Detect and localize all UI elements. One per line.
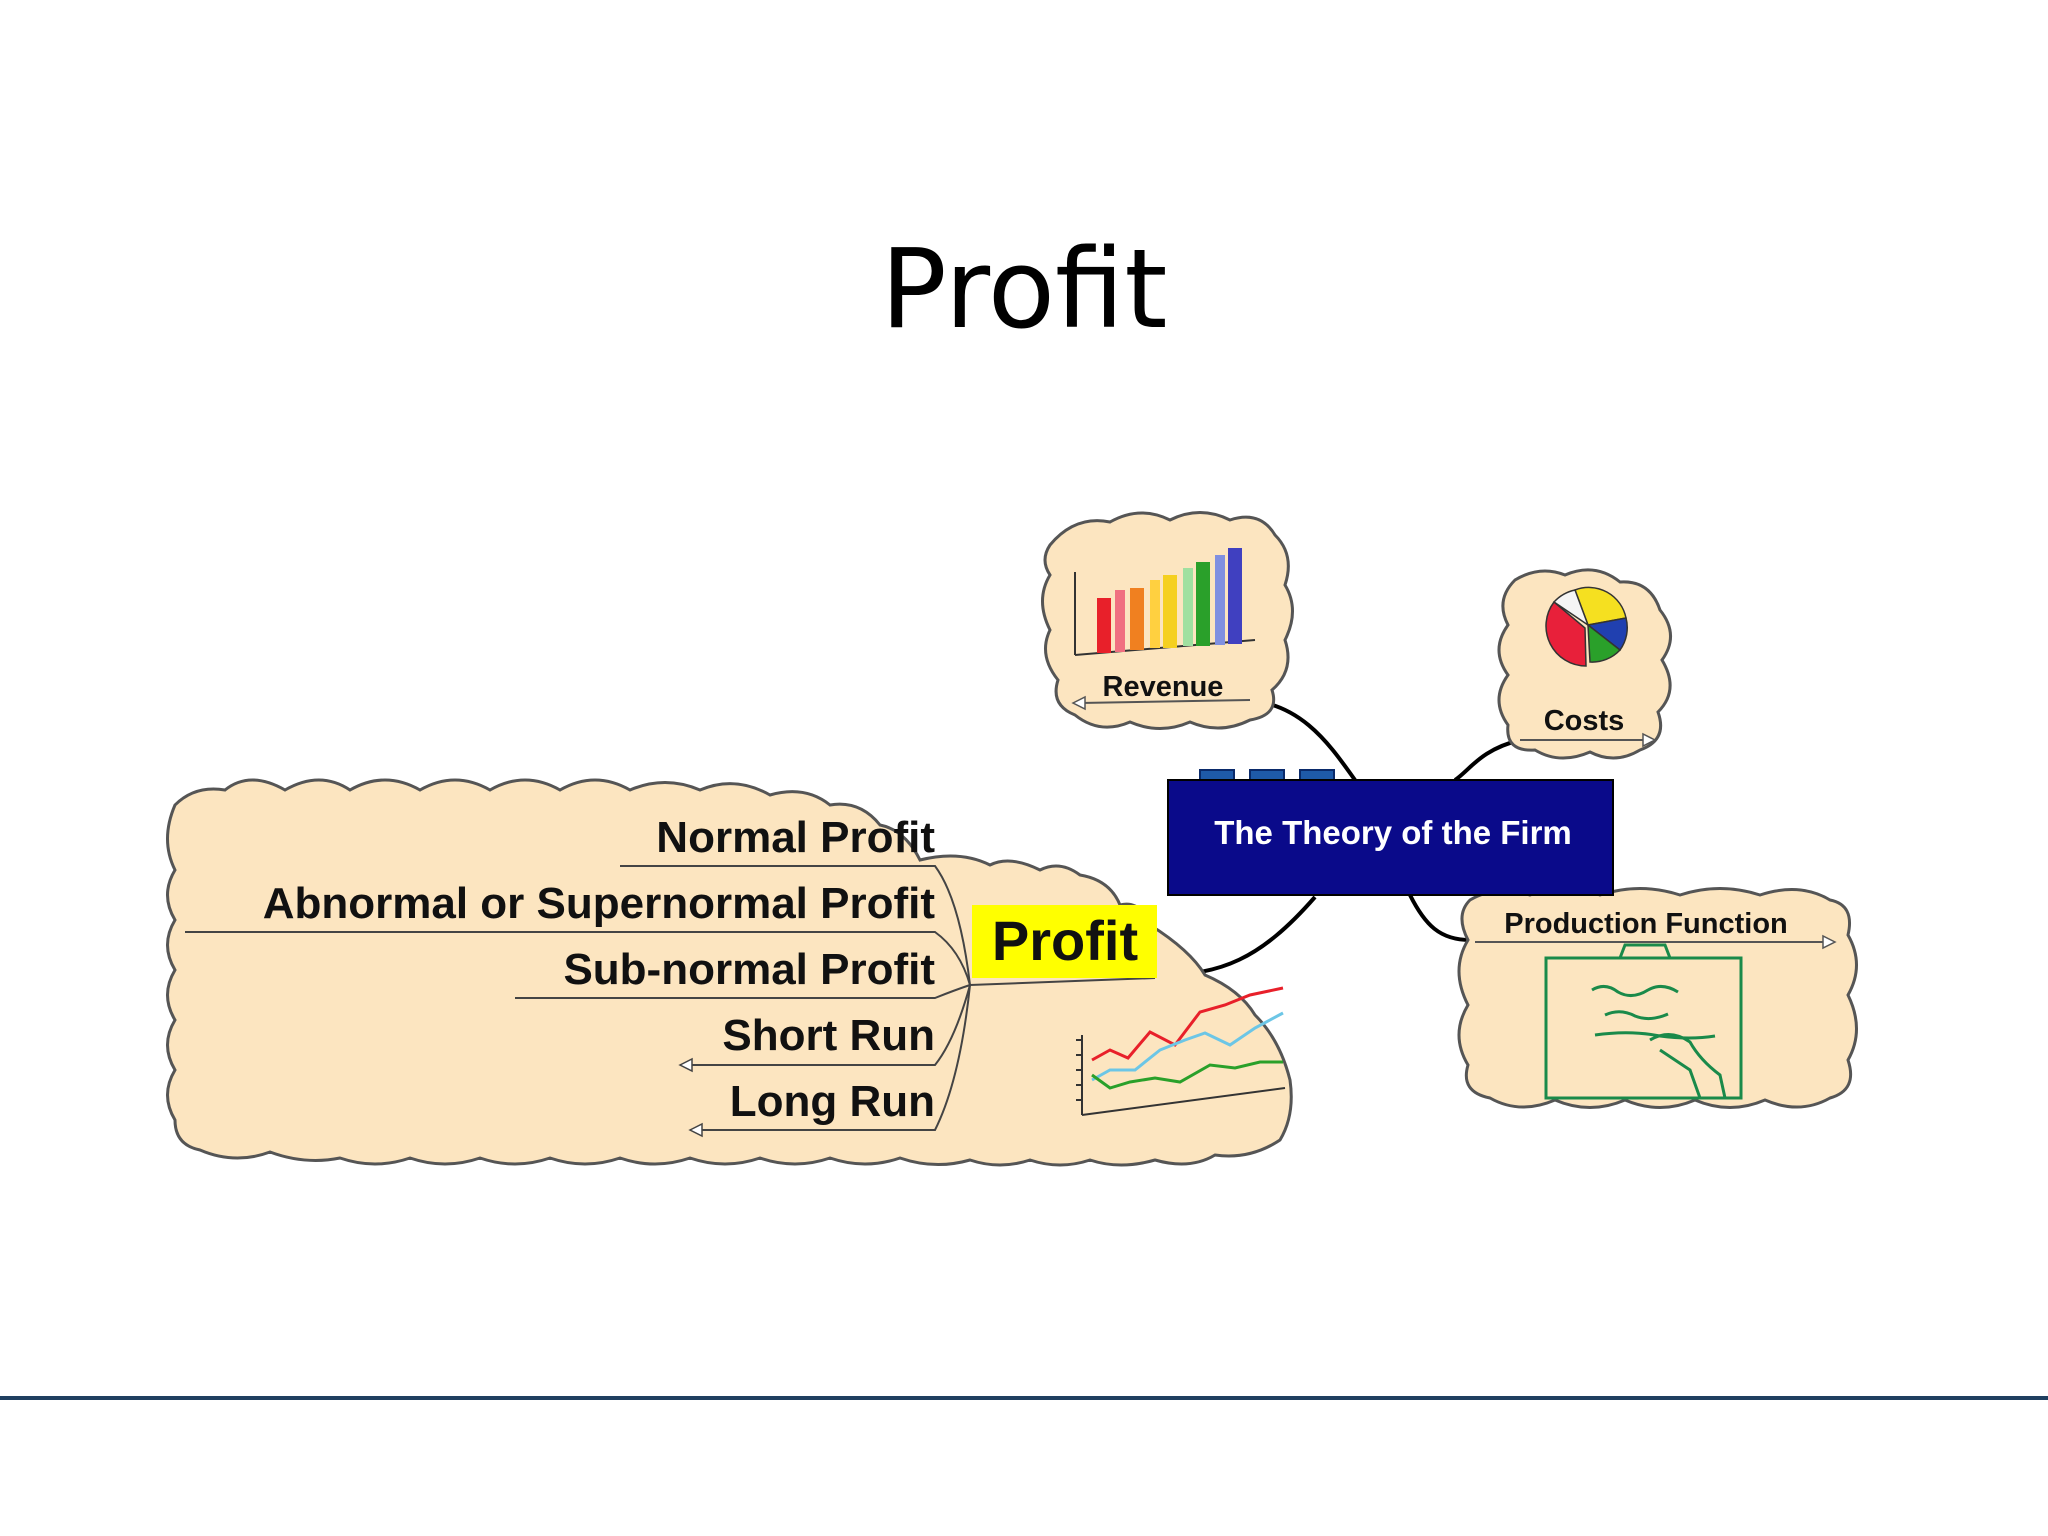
bar-chart-icon — [1074, 548, 1256, 656]
production-cloud: Production Function — [1457, 887, 1858, 1109]
branch-long-run — [690, 984, 971, 1131]
pie-chart-icon — [1545, 586, 1628, 667]
profit-item-short-run: Short Run — [722, 1011, 935, 1060]
line-chart-icon — [1076, 986, 1286, 1116]
connector-production — [1408, 894, 1471, 942]
profit-item-normal: Normal Profit — [656, 813, 935, 862]
branch-normal-profit — [620, 865, 971, 986]
clipboard-icon — [1544, 943, 1743, 1100]
costs-cloud: Costs — [1497, 568, 1672, 760]
branch-abnormal-profit — [185, 931, 971, 986]
slide-title: Profit — [880, 225, 1168, 353]
profit-item-long-run: Long Run — [730, 1077, 935, 1126]
profit-highlight — [972, 905, 1157, 978]
footer-rule — [0, 1396, 2048, 1400]
theory-of-the-firm-box: The Theory of the Firm — [1167, 769, 1614, 896]
profit-item-subnormal: Sub-normal Profit — [563, 945, 935, 994]
costs-label: Costs — [1544, 705, 1625, 737]
profit-label: Profit — [992, 909, 1138, 972]
profit-cloud: Normal Profit Abnormal or Supernormal Pr… — [166, 778, 1293, 1167]
revenue-cloud: Revenue — [1041, 511, 1294, 730]
connector-costs — [1453, 738, 1521, 782]
revenue-label: Revenue — [1103, 671, 1224, 703]
profit-item-abnormal: Abnormal or Supernormal Profit — [263, 879, 936, 928]
branch-short-run — [680, 984, 971, 1066]
center-label: The Theory of the Firm — [1214, 814, 1572, 851]
production-label: Production Function — [1504, 908, 1788, 940]
branch-subnormal-profit — [515, 984, 971, 999]
